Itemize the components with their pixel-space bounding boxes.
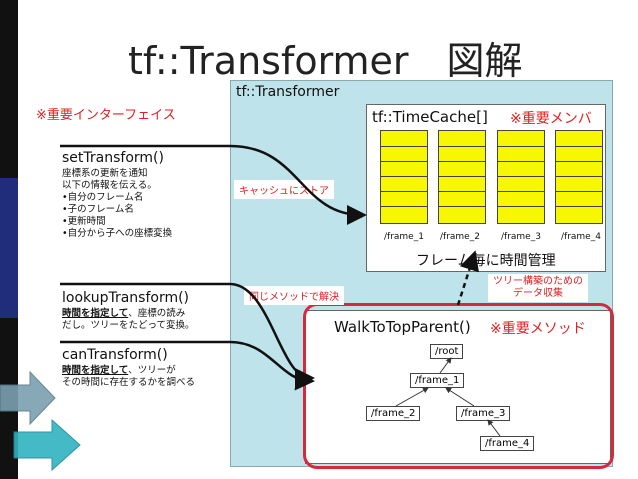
- timecache-title: tf::TimeCache[]: [372, 108, 488, 126]
- set-desc-line: •自分から子への座標変換: [62, 228, 173, 239]
- node-frame-3: /frame_3: [456, 406, 511, 421]
- node-frame-4: /frame_4: [480, 436, 535, 451]
- node-frame-1: /frame_1: [410, 373, 465, 388]
- tree-edge-frame1-root: [439, 357, 452, 374]
- can-rest: 、ツリーが: [128, 365, 176, 376]
- tree-build-tag: ツリー構築のための データ収集: [488, 274, 588, 302]
- important-interface-note: ※重要インターフェイス: [36, 108, 176, 123]
- set-desc-line: 座標系の更新を通知: [62, 168, 148, 179]
- lookup-transform-desc: 時間を指定して、座標の読み だし。ツリーをたどって変換。: [62, 308, 195, 332]
- lookup-line2: だし。ツリーをたどって変換。: [62, 320, 195, 331]
- can-transform-desc: 時間を指定して、ツリーが その時間に存在するかを調べる: [62, 365, 195, 389]
- timecache-frame-label-1: /frame_1: [384, 232, 424, 242]
- tree-edge-frame2-frame1: [395, 387, 429, 407]
- tree-build-tag-line1: ツリー構築のための: [493, 276, 583, 287]
- set-desc-line: •更新時間: [62, 216, 106, 227]
- timecache-subtitle: フレーム毎に時間管理: [416, 253, 556, 269]
- important-method-note: ※重要メソッド: [490, 321, 586, 337]
- timecache-column-1: [380, 130, 428, 224]
- set-desc-line: 以下の情報を伝える。: [62, 180, 157, 191]
- arrow-set-to-cache: [60, 144, 367, 225]
- cache-store-tag: キャッシュにストア: [234, 180, 334, 199]
- tree-edge-frame3-frame1: [445, 387, 475, 407]
- timecache-frame-label-3: /frame_3: [501, 232, 541, 242]
- arrow-lookup-to-walk: [60, 282, 315, 388]
- arrow-walk-to-cache: [456, 250, 479, 306]
- can-transform-name: canTransform(): [62, 347, 168, 363]
- set-desc-line: •子のフレーム名: [62, 204, 134, 215]
- timecache-frame-label-4: /frame_4: [561, 232, 601, 242]
- arrow-can-to-walk: [60, 340, 315, 391]
- node-frame-2: /frame_2: [366, 406, 421, 421]
- timecache-column-2: [438, 130, 486, 224]
- page-title: tf::Transformer 図解: [128, 39, 523, 83]
- lookup-bold: 時間を指定して: [62, 308, 129, 319]
- timecache-column-3: [497, 130, 545, 224]
- set-desc-line: •自分のフレーム名: [62, 192, 144, 203]
- lookup-transform-name: lookupTransform(): [62, 290, 190, 306]
- can-bold: 時間を指定して: [62, 365, 129, 376]
- timecache-frame-label-2: /frame_2: [440, 232, 480, 242]
- set-transform-desc: 座標系の更新を通知 以下の情報を伝える。 •自分のフレーム名 •子のフレーム名 …: [62, 168, 172, 240]
- tree-edge-frame4-frame3: [487, 419, 501, 437]
- important-member-note: ※重要メンバ: [510, 111, 592, 127]
- same-method-tag: 同じメソッドで解決: [244, 286, 344, 305]
- tree-build-tag-line2: データ収集: [513, 288, 563, 299]
- lookup-rest: 、座標の読み: [128, 308, 186, 319]
- can-line2: その時間に存在するかを調べる: [62, 377, 196, 388]
- walk-title: WalkToTopParent(): [334, 318, 471, 336]
- transformer-label: tf::Transformer: [236, 84, 340, 100]
- timecache-column-4: [555, 130, 603, 224]
- set-transform-name: setTransform(): [62, 150, 164, 166]
- decor-arrows-icon: [0, 370, 81, 472]
- left-decor-stripe-blue: [0, 178, 18, 318]
